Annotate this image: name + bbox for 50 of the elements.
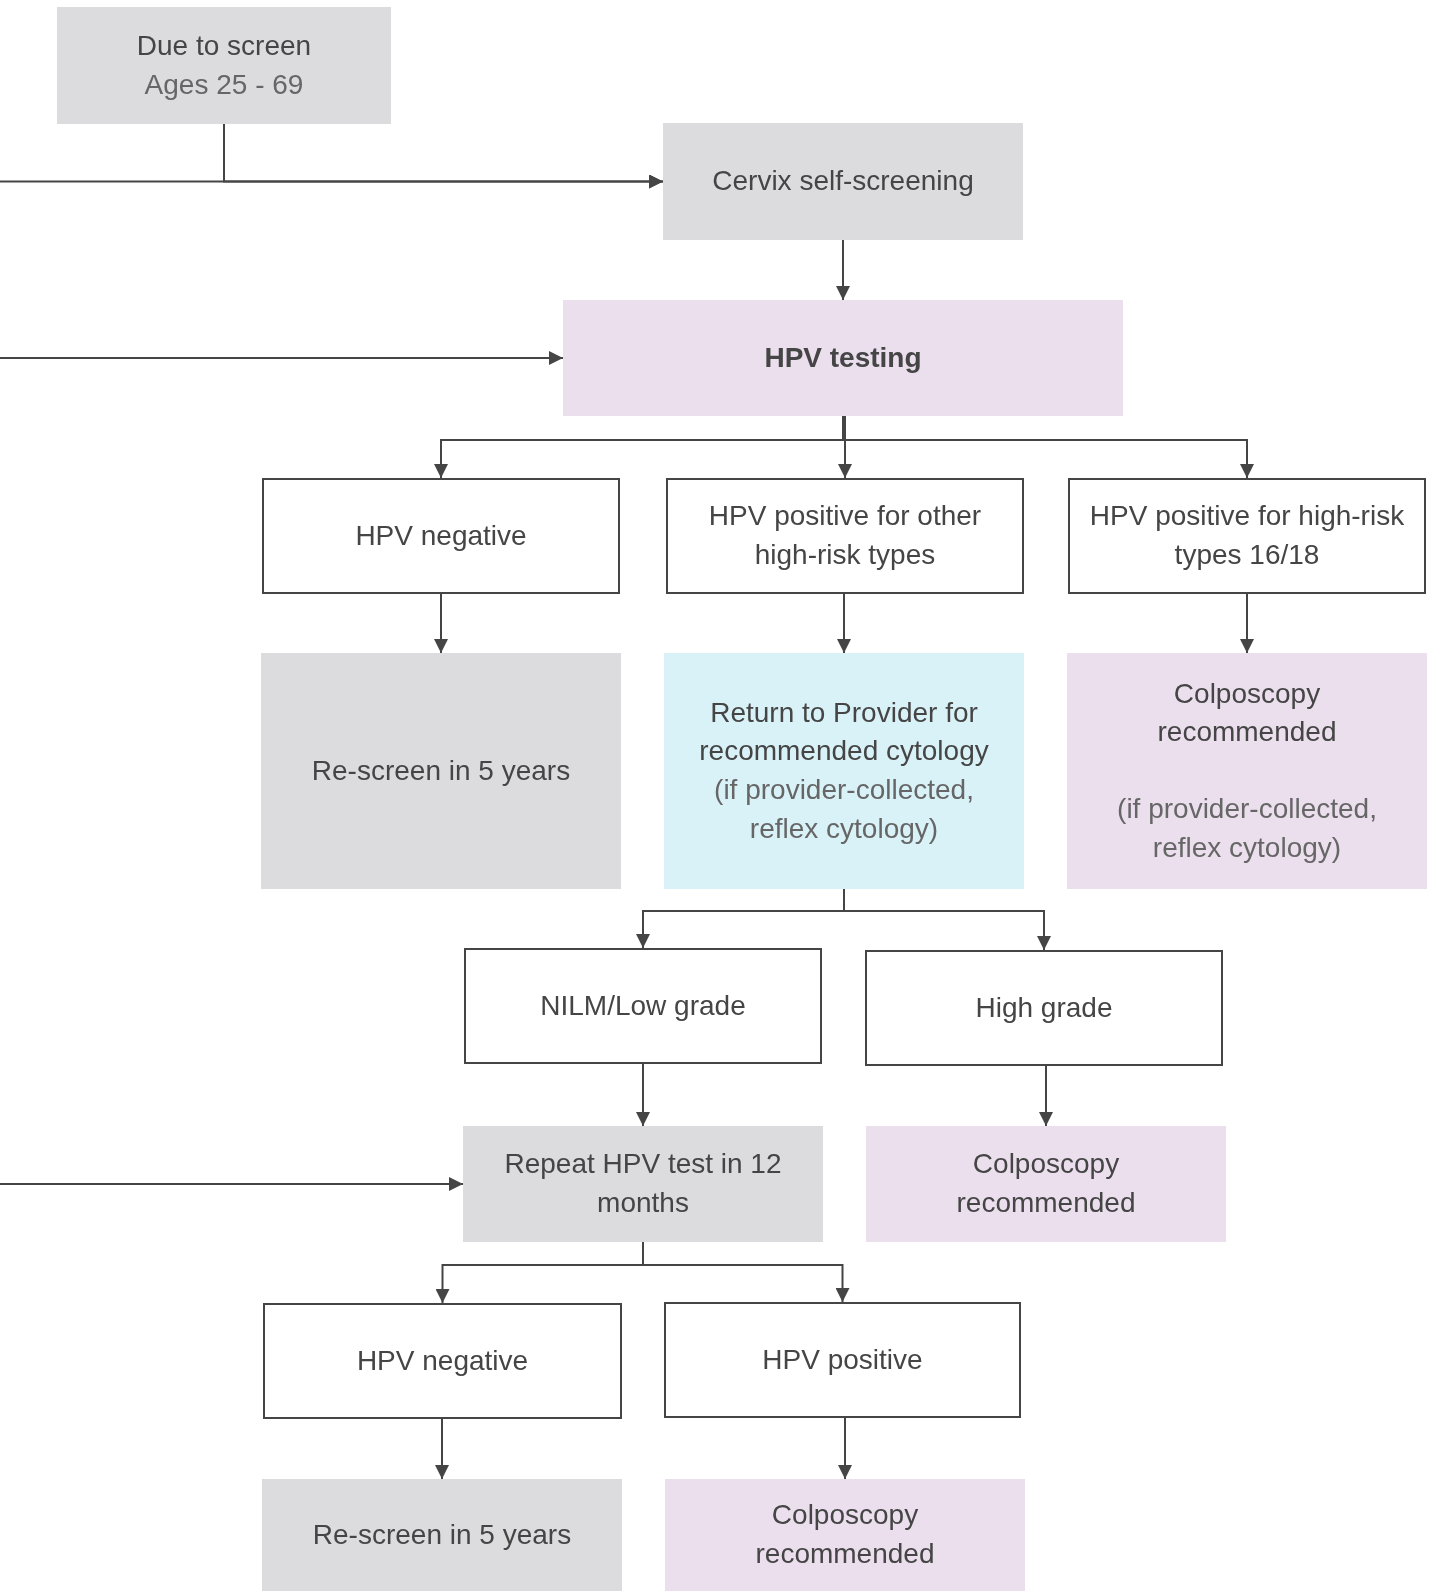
arrow xyxy=(843,888,1051,951)
arrow xyxy=(0,1177,464,1191)
arrow xyxy=(0,174,664,189)
outcome-box xyxy=(664,1302,1021,1418)
node-label: High grade xyxy=(975,990,1113,1025)
process-box xyxy=(261,653,621,889)
node-label: Return to Provider for recommended cytology xyxy=(698,695,990,769)
arrow xyxy=(0,351,564,365)
arrow xyxy=(1240,593,1254,654)
arrow xyxy=(837,593,851,654)
process-box xyxy=(1067,653,1427,889)
node-label: Repeat HPV test in 12 months xyxy=(503,1147,783,1220)
outcome-box xyxy=(865,950,1223,1066)
outcome-box xyxy=(464,948,822,1064)
arrow xyxy=(838,415,852,479)
node-label: HPV positive for other high-risk types xyxy=(707,499,983,572)
node-label: Cervix self-screening xyxy=(712,164,974,199)
node-note: (if provider-collected, reflex cytology) xyxy=(1116,792,1378,865)
process-box xyxy=(866,1126,1226,1242)
process-box xyxy=(262,1479,622,1591)
outcome-box xyxy=(666,478,1024,594)
node-label: HPV positive xyxy=(762,1342,923,1377)
outcome-box xyxy=(263,1303,622,1419)
process-box xyxy=(664,653,1024,889)
arrow xyxy=(836,239,850,301)
node-label: Re-screen in 5 years xyxy=(312,1517,572,1552)
outcome-box xyxy=(262,478,620,594)
process-box xyxy=(665,1479,1025,1591)
node-label: HPV negative xyxy=(356,1343,529,1378)
node-label: Due to screen xyxy=(136,28,312,63)
node-label: Re-screen in 5 years xyxy=(311,753,571,788)
arrow xyxy=(1039,1065,1053,1127)
process-box xyxy=(57,7,391,124)
outcome-box xyxy=(1068,478,1426,594)
process-box xyxy=(563,300,1123,416)
arrow xyxy=(434,593,448,654)
node-label: Colposcopy recommended xyxy=(1156,676,1338,750)
arrow xyxy=(636,1063,650,1127)
node-label: Colposcopy recommended xyxy=(955,1147,1137,1220)
node-label: HPV testing xyxy=(764,340,922,375)
process-box xyxy=(663,123,1023,240)
node-label: Colposcopy recommended xyxy=(754,1498,936,1571)
node-label: NILM/Low grade xyxy=(540,988,746,1023)
node-label: HPV negative xyxy=(355,518,527,553)
arrow xyxy=(435,1418,449,1480)
process-box xyxy=(463,1126,823,1242)
node-note: (if provider-collected, reflex cytology) xyxy=(713,773,975,846)
node-label: HPV positive for high-risk types 16/18 xyxy=(1088,499,1406,572)
node-note: Ages 25 - 69 xyxy=(144,67,304,102)
arrow xyxy=(838,1417,852,1480)
